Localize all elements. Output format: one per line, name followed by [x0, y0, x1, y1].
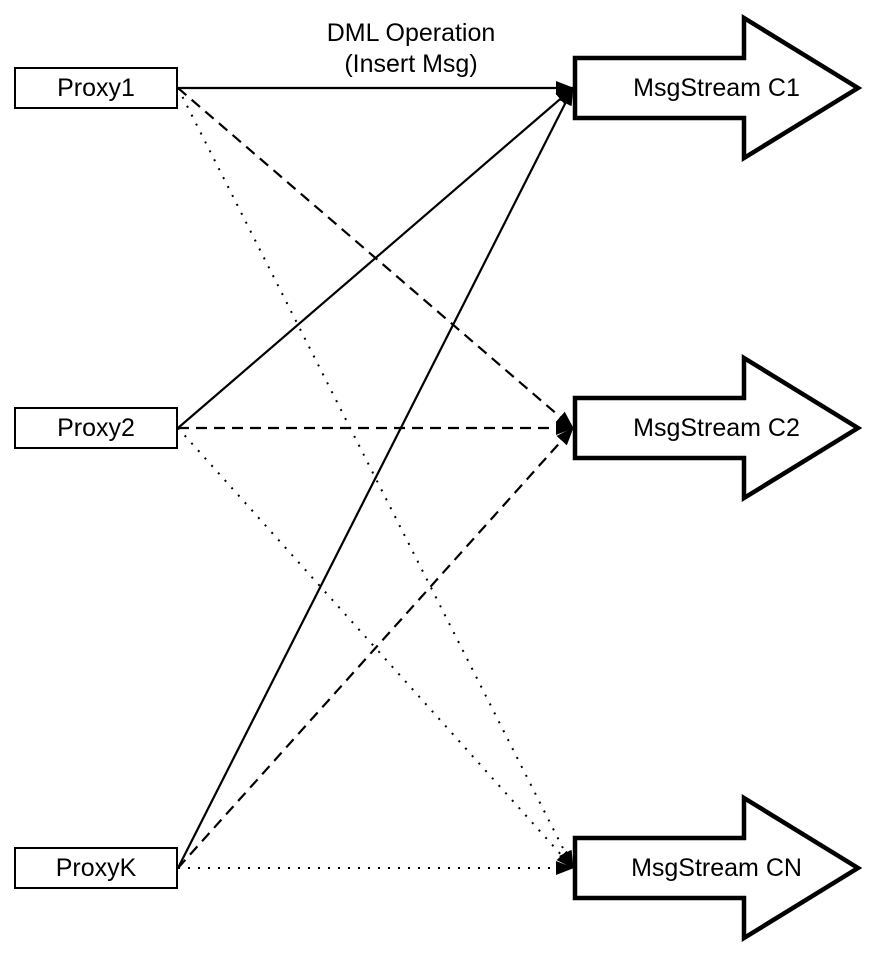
annotation-line1: DML Operation: [326, 19, 496, 47]
proxy2-label: Proxy2: [57, 413, 135, 442]
connection-line-proxyk-c1: [177, 87, 574, 869]
connection-layer: [177, 81, 574, 875]
proxy-node-proxyk: ProxyK: [14, 847, 178, 889]
proxy1-label: Proxy1: [57, 73, 135, 102]
connection-line-proxy2-c1: [177, 87, 574, 429]
msgstream-arrow-c1: [572, 13, 863, 163]
msgstream-arrow-cn: [572, 793, 863, 943]
dml-operation-annotation: DML Operation (Insert Msg): [327, 18, 496, 80]
msgstream-arrow-c2: [572, 353, 863, 503]
proxy-node-proxy1: Proxy1: [14, 67, 178, 109]
connection-line-proxyk-c2: [177, 427, 574, 869]
annotation-line2: (Insert Msg): [344, 50, 478, 78]
proxyk-label: ProxyK: [55, 853, 137, 882]
proxy-node-proxy2: Proxy2: [14, 407, 178, 449]
